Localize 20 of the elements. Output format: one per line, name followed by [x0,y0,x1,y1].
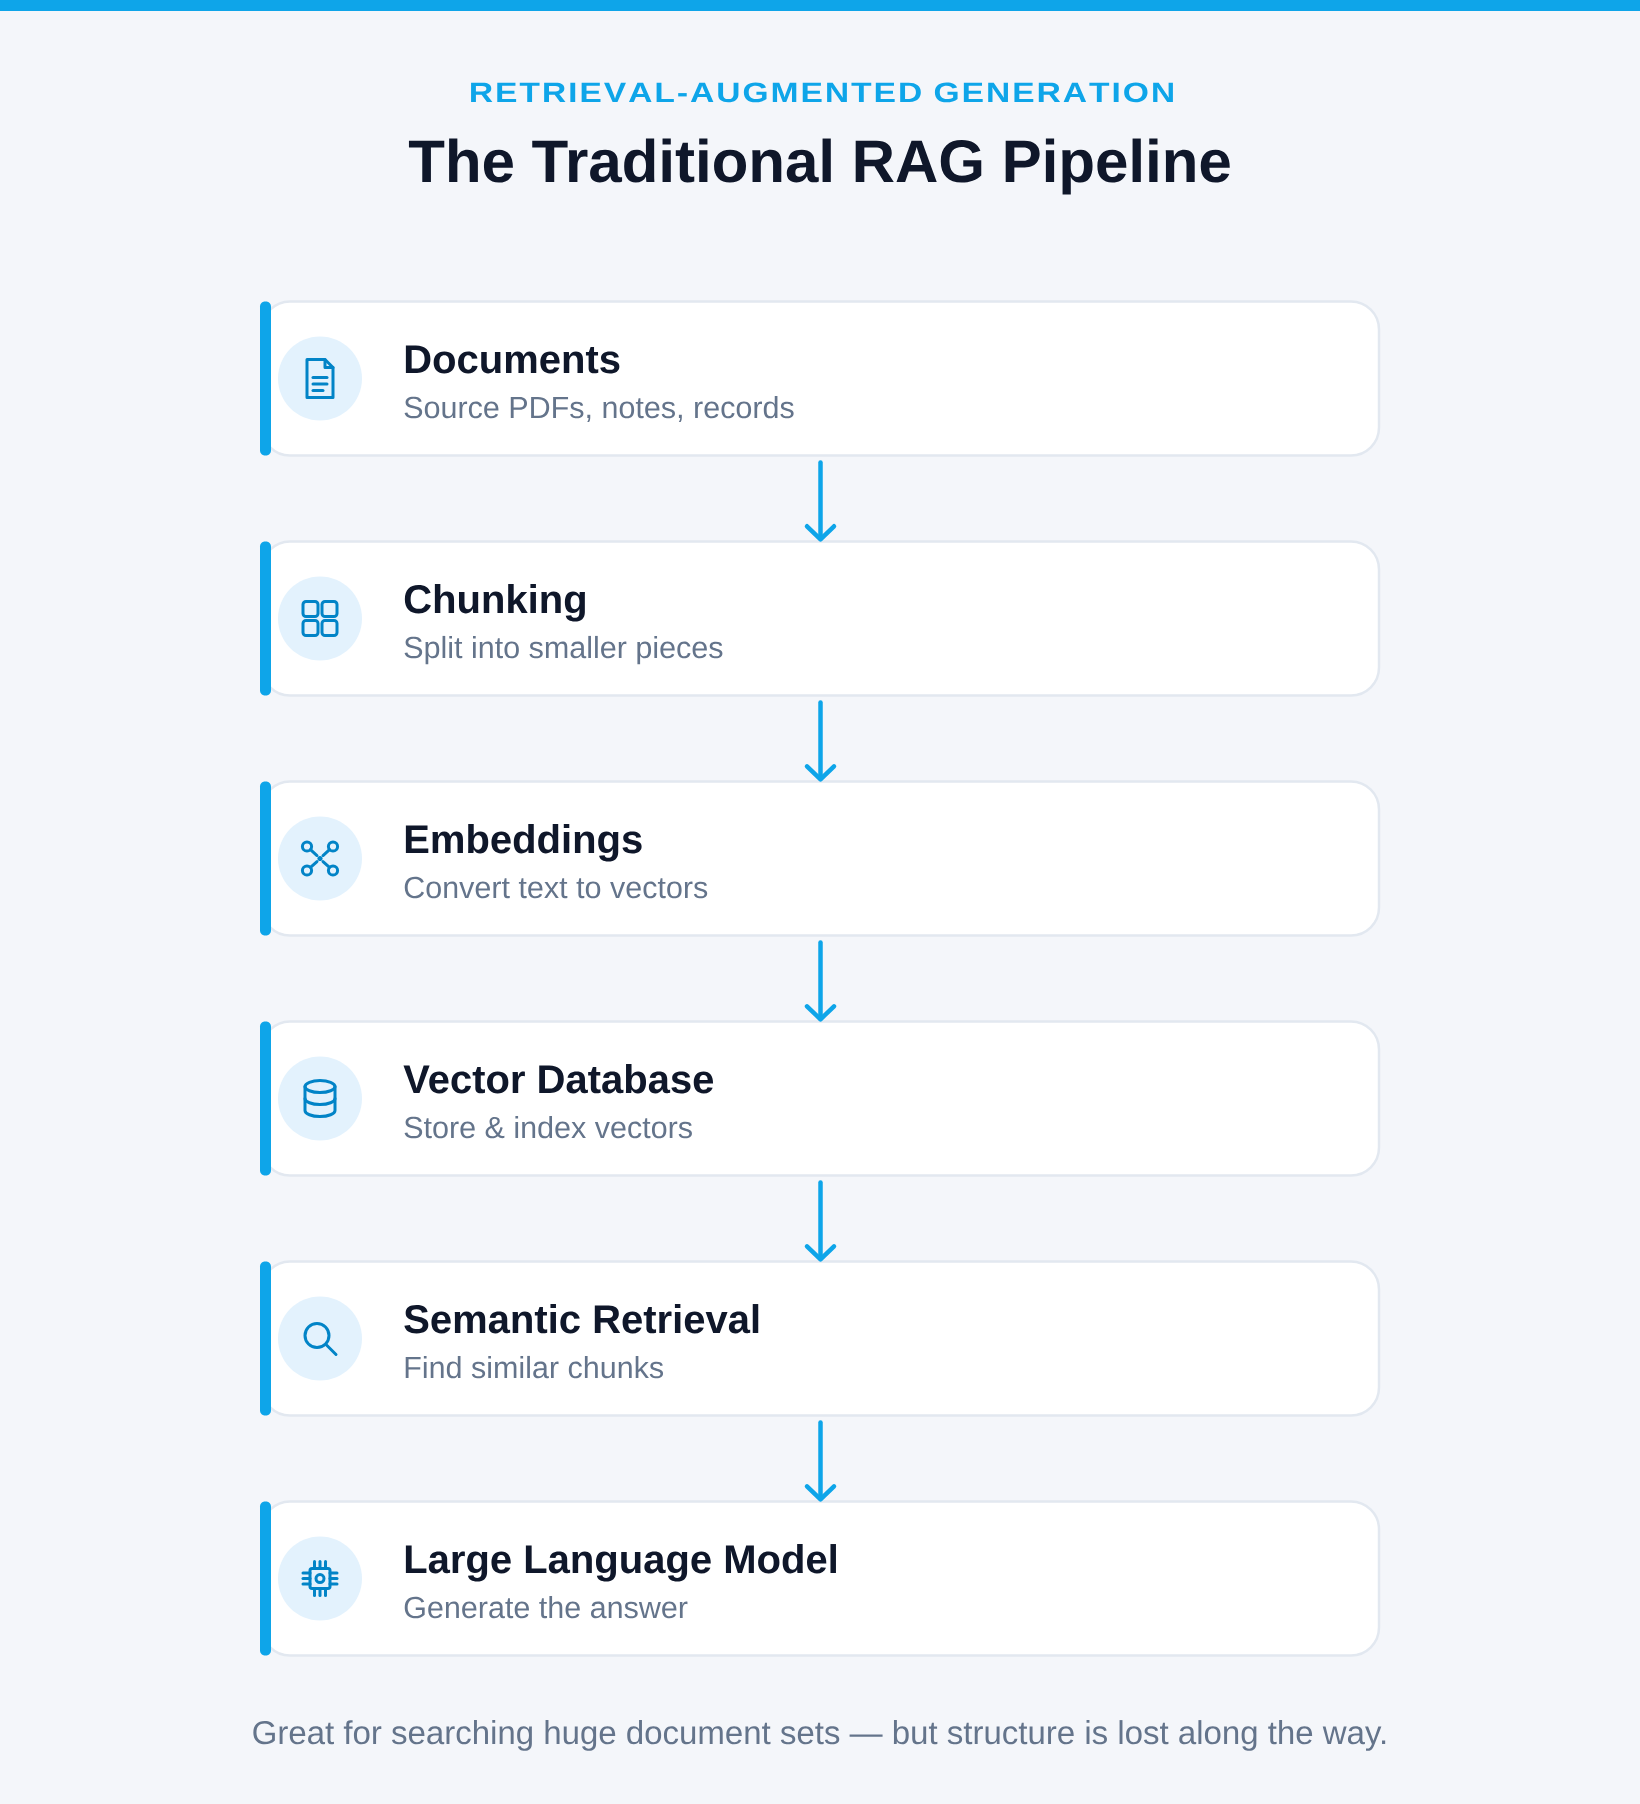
title: The Traditional RAG Pipeline [408,138,1230,195]
step-title: Vector Database [403,1064,714,1094]
step-title: Large Language Model [405,1544,836,1582]
kicker-text: RETRIEVAL-AUGMENTED GENERATION [471,82,1173,103]
step-title: Semantic Retrieval [404,1304,759,1334]
arrow [804,460,837,542]
step-title: Chunking [404,584,585,622]
step-description: Source PDFs, notes, records [404,395,794,422]
step-description: Split into smaller pieces [404,635,723,665]
arrow [804,700,837,782]
step-title: Documents [405,345,620,374]
arrow [804,940,837,1022]
arrow [804,1180,837,1262]
step-description: Store & index vectors [404,1115,692,1139]
step-description: Generate the answer [404,1595,688,1619]
step-description: Convert text to vectors [404,876,708,899]
step-description: Find similar chunks [405,1355,664,1379]
step-title: Embeddings [405,824,642,862]
caption: Great for searching huge document sets — but structure is lost along the way. [253,1720,1386,1751]
arrow [804,1420,837,1502]
